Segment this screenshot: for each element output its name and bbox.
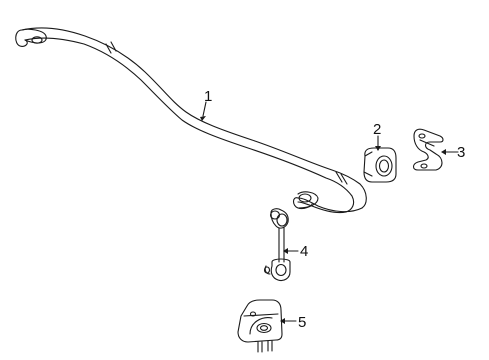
callout-4: 4 [300,243,308,260]
callout-1: 1 [204,88,212,105]
stabilizer-bar [15,27,367,214]
stabilizer-link [263,208,291,282]
callout-5: 5 [298,314,306,331]
bracket [237,299,283,353]
callout-2: 2 [373,121,381,138]
bushing [363,147,397,183]
clamp [412,128,444,171]
callout-3: 3 [457,144,465,161]
leader-arrowheads [200,116,446,324]
